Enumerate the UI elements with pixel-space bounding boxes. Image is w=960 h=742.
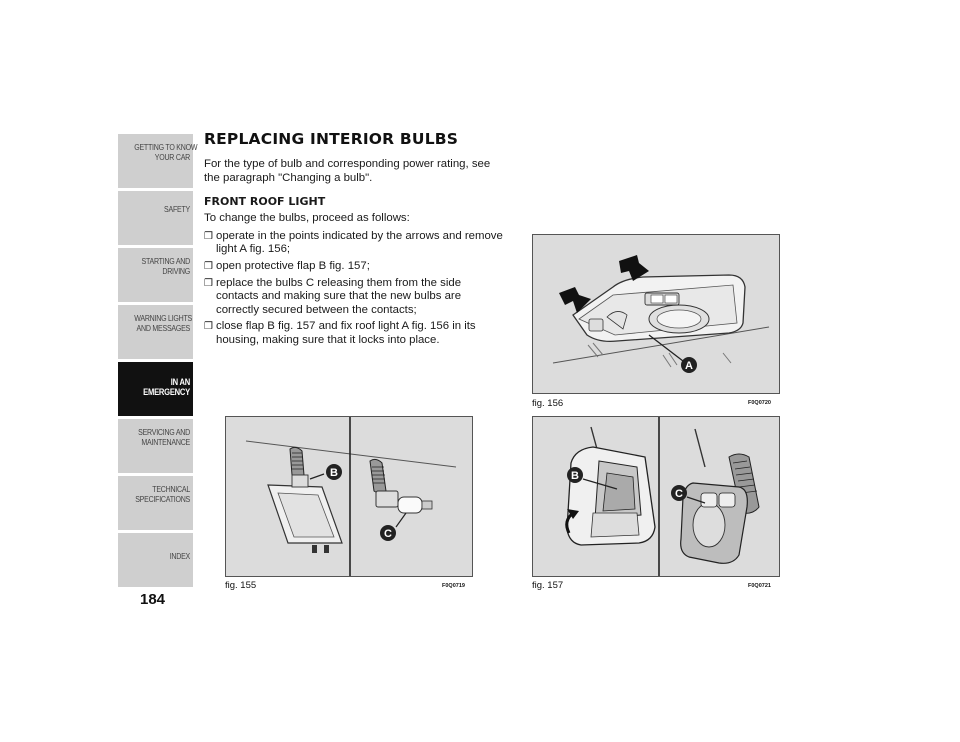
- tab-label: WARNING LIGHTS: [134, 313, 193, 323]
- lead-paragraph: To change the bulbs, proceed as follows:: [204, 212, 410, 225]
- figure-156: A: [532, 234, 780, 394]
- checkbox-bullet-icon: ❒: [204, 260, 213, 272]
- figure-caption: fig. 156: [532, 398, 564, 409]
- tab-in-an-emergency[interactable]: IN AN EMERGENCY: [118, 362, 193, 416]
- list-item: ❒open protective flap B fig. 157;: [204, 260, 504, 274]
- page-title: REPLACING INTERIOR BULBS: [204, 130, 459, 148]
- callout-b-label: B: [571, 470, 579, 482]
- tab-label: TECHNICAL: [152, 484, 190, 494]
- callout-b-label: B: [330, 467, 338, 479]
- tab-label: AND MESSAGES: [136, 323, 191, 333]
- figure-155: B C: [225, 416, 473, 577]
- tab-label: STARTING AND: [141, 256, 191, 266]
- tab-label: INDEX: [169, 551, 191, 561]
- roof-light-open-illustration: B C: [565, 417, 760, 576]
- tab-starting-driving[interactable]: STARTING AND DRIVING: [118, 248, 193, 302]
- tab-index[interactable]: INDEX: [118, 533, 193, 587]
- list-item: ❒operate in the points indicated by the …: [204, 230, 504, 257]
- callout-c-marker: [671, 485, 687, 501]
- list-item: ❒close flap B fig. 157 and fix roof ligh…: [204, 320, 504, 347]
- tab-technical-specs[interactable]: TECHNICAL SPECIFICATIONS: [118, 476, 193, 530]
- step-text: close flap B fig. 157 and fix roof light…: [216, 320, 476, 346]
- tab-label: YOUR CAR: [154, 152, 190, 162]
- callout-c-marker: [380, 525, 396, 541]
- tab-warning-lights[interactable]: WARNING LIGHTS AND MESSAGES: [118, 305, 193, 359]
- tab-label: EMERGENCY: [143, 387, 190, 398]
- figure-code: F0Q0720: [748, 400, 771, 406]
- page-number: 184: [140, 591, 166, 608]
- list-item: ❒replace the bulbs C releasing them from…: [204, 277, 504, 318]
- callout-a-label: A: [685, 360, 693, 372]
- callout-c-label: C: [384, 528, 392, 540]
- section-subtitle: FRONT ROOF LIGHT: [204, 195, 326, 209]
- steps-list: ❒operate in the points indicated by the …: [204, 230, 504, 348]
- figure-157: B C: [532, 416, 780, 577]
- tab-label: MAINTENANCE: [141, 437, 190, 447]
- tab-label: SPECIFICATIONS: [135, 494, 190, 504]
- tab-label: SERVICING AND: [138, 427, 190, 437]
- tab-label: GETTING TO KNOW: [134, 142, 198, 152]
- callout-b-marker: [567, 467, 583, 483]
- tab-servicing[interactable]: SERVICING AND MAINTENANCE: [118, 419, 193, 473]
- callout-c-label: C: [675, 488, 683, 500]
- figure-caption: fig. 155: [225, 580, 257, 591]
- main-content: REPLACING INTERIOR BULBS For the type of…: [204, 130, 504, 351]
- callout-b-marker: [326, 464, 342, 480]
- tab-label: DRIVING: [162, 266, 190, 276]
- roof-light-illustration: A: [552, 255, 770, 373]
- step-text: operate in the points indicated by the a…: [216, 229, 503, 256]
- tab-label: SAFETY: [164, 204, 190, 214]
- checkbox-bullet-icon: ❒: [204, 321, 213, 333]
- callout-a-marker: [681, 357, 697, 373]
- figure-caption: fig. 157: [532, 580, 564, 591]
- figure-code: F0Q0721: [748, 583, 771, 589]
- tab-getting-to-know[interactable]: GETTING TO KNOW YOUR CAR: [118, 134, 198, 188]
- checkbox-bullet-icon: ❒: [204, 277, 213, 289]
- checkbox-bullet-icon: ❒: [204, 230, 213, 242]
- step-text: replace the bulbs C releasing them from …: [216, 276, 462, 316]
- step-text: open protective flap B fig. 157;: [216, 259, 370, 272]
- tab-label: IN AN: [170, 377, 190, 388]
- bulb-flap-illustration: B C: [245, 417, 457, 576]
- tab-safety[interactable]: SAFETY: [118, 191, 193, 245]
- intro-paragraph: For the type of bulb and corresponding p…: [204, 158, 491, 184]
- figure-code: F0Q0719: [442, 583, 465, 589]
